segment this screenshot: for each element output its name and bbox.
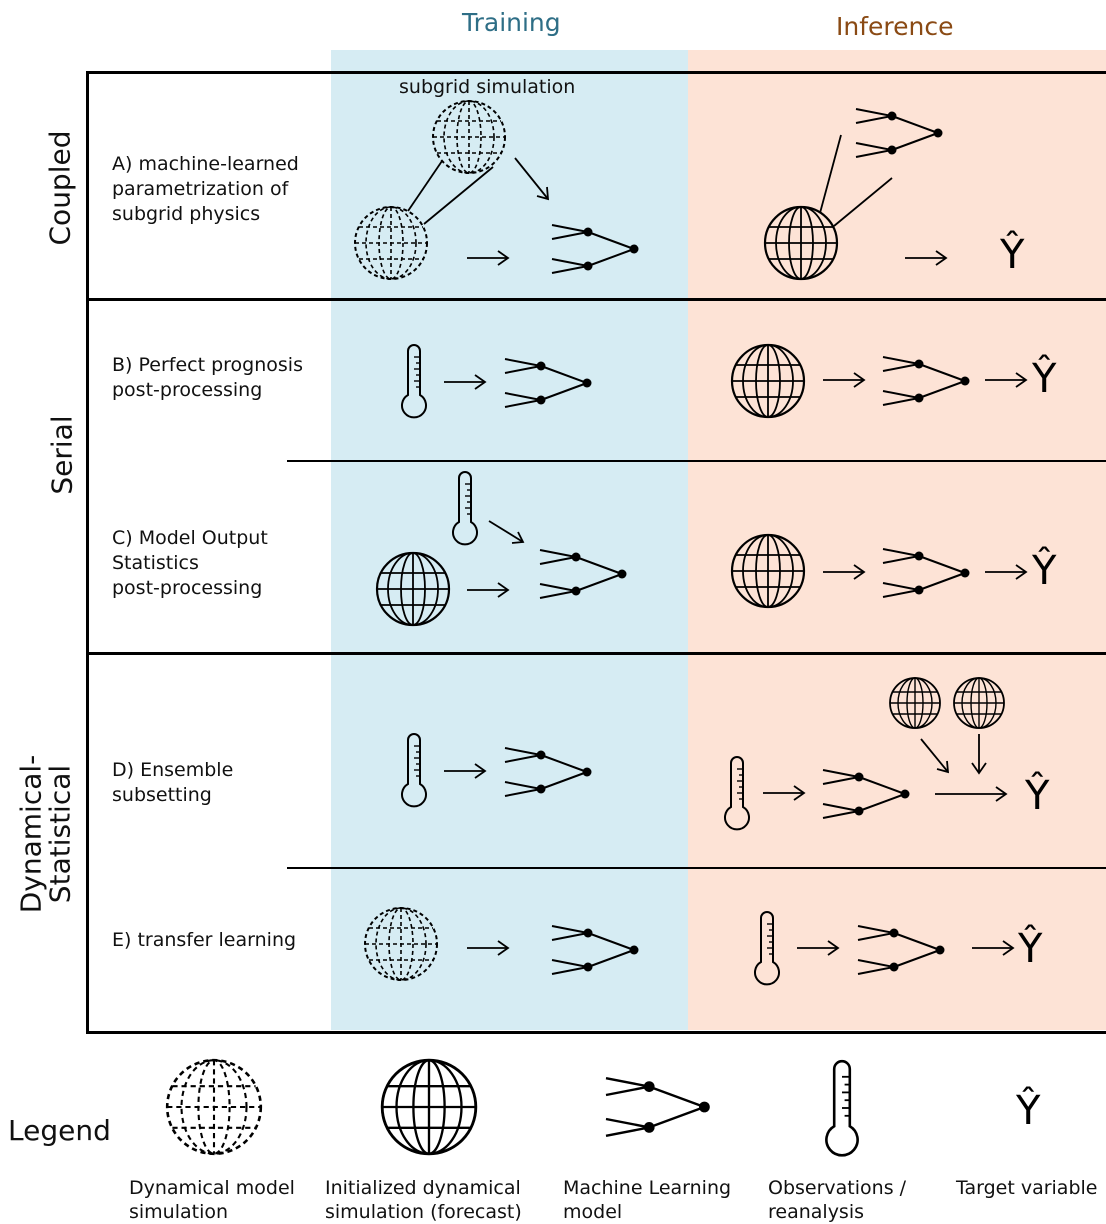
- target-variable-icon: Ŷ: [1015, 1085, 1041, 1134]
- ml-network-icon: [882, 356, 971, 406]
- training-panel-background: [331, 50, 688, 1030]
- arrow-icon: [984, 564, 1027, 580]
- forecast-globe-icon: [953, 677, 1005, 729]
- target-variable-icon: Ŷ: [1024, 770, 1050, 819]
- divider-b-c: [287, 460, 1106, 462]
- solid-globe-icon: [380, 1058, 478, 1156]
- row-b-inference: Ŷ: [730, 343, 1057, 419]
- forecast-globe-icon: [730, 533, 806, 609]
- zoom-line: [423, 166, 494, 225]
- ml-network-icon: [539, 549, 628, 599]
- zoom-line: [819, 134, 842, 214]
- arrow-icon: [443, 374, 486, 390]
- legend-caption-dynamical-model: Dynamical model simulation: [129, 1177, 295, 1223]
- target-variable-icon: Ŷ: [1031, 545, 1057, 594]
- arrow-icon: [466, 940, 509, 956]
- zoom-line: [833, 177, 893, 227]
- arrow-icon: [514, 157, 550, 201]
- row-label-a: A) machine-learned parametrization of su…: [112, 153, 299, 225]
- divider-d-e: [287, 867, 1106, 869]
- row-label-e: E) transfer learning: [112, 929, 297, 951]
- ml-network-icon: [504, 747, 593, 797]
- diagram-frame: [86, 71, 1106, 1034]
- thermometer-icon: [401, 344, 427, 419]
- dashed-globe-icon: [165, 1058, 263, 1156]
- ml-network-icon: [604, 1076, 711, 1138]
- legend-caption-target-variable: Target variable: [956, 1177, 1098, 1199]
- row-b-training: [401, 344, 593, 419]
- divider-serial-dynamical: [86, 652, 1106, 655]
- ml-network-icon: [551, 224, 640, 274]
- target-variable-icon: Ŷ: [1031, 353, 1057, 402]
- target-variable-icon: Ŷ: [999, 229, 1025, 278]
- row-label-d: D) Ensemble subsetting: [112, 759, 234, 806]
- dynamical-model-globe-icon: [354, 206, 428, 280]
- arrow-icon: [443, 763, 486, 779]
- arrow-icon: [796, 940, 839, 956]
- row-d-training: [401, 733, 593, 808]
- ml-network-icon: [855, 108, 944, 158]
- arrow-icon: [971, 734, 987, 775]
- legend-caption-observations: Observations / reanalysis: [768, 1177, 907, 1223]
- arrow-icon: [920, 738, 950, 774]
- thermometer-icon: [401, 733, 427, 808]
- row-c-inference: Ŷ: [730, 533, 1057, 609]
- inference-header: Inference: [836, 12, 954, 41]
- thermometer-icon: [724, 756, 750, 831]
- legend-caption-ml-model: Machine Learning model: [563, 1177, 732, 1223]
- ml-network-icon: [504, 358, 593, 408]
- row-e-inference: Ŷ: [754, 911, 1043, 986]
- inference-panel-background: [688, 50, 1106, 1030]
- arrow-icon: [466, 582, 509, 598]
- arrow-icon: [822, 564, 865, 580]
- thermometer-icon: [825, 1059, 859, 1157]
- row-d-inference: Ŷ: [724, 677, 1050, 831]
- row-label-c: C) Model Output Statistics post-processi…: [112, 527, 268, 599]
- thermometer-icon: [754, 911, 780, 986]
- subgrid-simulation-label: subgrid simulation: [399, 76, 576, 98]
- row-label-b: B) Perfect prognosis post-processing: [112, 354, 303, 401]
- forecast-globe-icon: [763, 205, 839, 281]
- legend-icons: Ŷ: [165, 1058, 1041, 1157]
- legend-caption-initialized-simulation: Initialized dynamical simulation (foreca…: [325, 1177, 522, 1223]
- dynamical-model-globe-icon: [432, 100, 506, 174]
- training-header: Training: [462, 8, 561, 37]
- row-c-training: [375, 471, 628, 627]
- arrow-icon: [904, 250, 947, 266]
- divider-coupled-serial: [86, 298, 1106, 301]
- arrow-icon: [984, 372, 1027, 388]
- row-e-training: [364, 907, 640, 981]
- ml-network-icon: [822, 769, 911, 819]
- arrow-icon: [971, 940, 1014, 956]
- thermometer-icon: [452, 471, 478, 546]
- row-a-training: [354, 100, 640, 280]
- forecast-globe-icon: [730, 343, 806, 419]
- ml-network-icon: [857, 925, 946, 975]
- arrow-icon: [488, 520, 525, 544]
- target-variable-icon: Ŷ: [1017, 923, 1043, 972]
- zoom-line: [407, 160, 443, 212]
- arrow-icon: [935, 786, 1008, 802]
- arrow-icon: [762, 785, 805, 801]
- dynamical-model-globe-icon: [364, 907, 438, 981]
- ml-network-icon: [551, 925, 640, 975]
- legend-title: Legend: [8, 1114, 111, 1147]
- arrow-icon: [822, 372, 865, 388]
- ml-network-icon: [882, 548, 971, 598]
- forecast-globe-icon: [375, 551, 451, 627]
- row-a-inference: Ŷ: [763, 108, 1025, 281]
- arrow-icon: [466, 250, 509, 266]
- forecast-globe-icon: [889, 677, 941, 729]
